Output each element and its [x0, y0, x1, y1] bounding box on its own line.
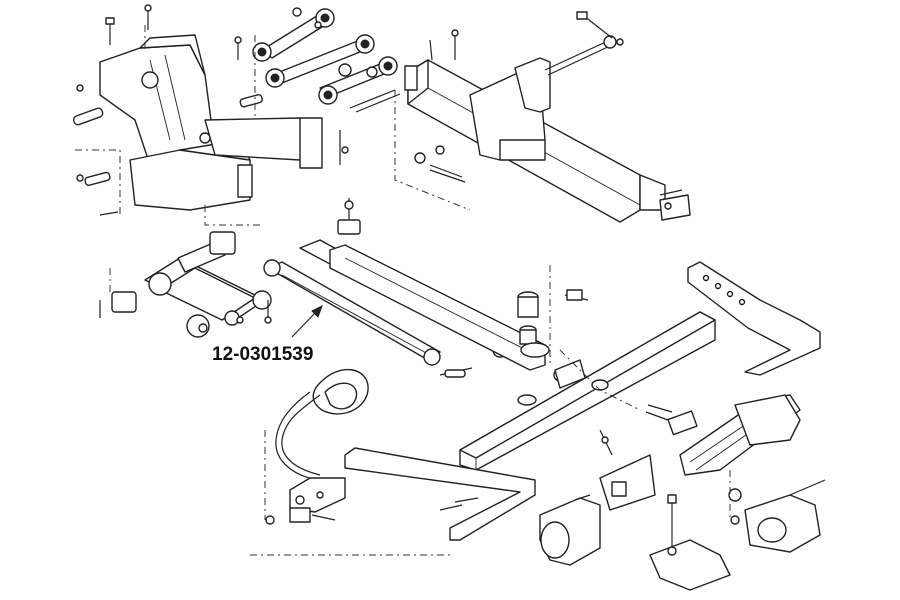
bent-bar: [687, 261, 821, 376]
link-arm-set: [234, 7, 401, 120]
part-callout: 12-0301539: [212, 304, 323, 365]
mounting-bracket-assembly: [72, 4, 349, 226]
main-beam-assembly: [394, 11, 691, 223]
part-number-label: 12-0301539: [212, 344, 313, 365]
crossbar-assembly: [459, 311, 716, 471]
lower-housings: [539, 470, 826, 591]
center-bar-assembly: [329, 198, 589, 406]
u-bar: [344, 447, 536, 541]
h-frame-link: [99, 231, 272, 338]
jaw-pad-assembly: [599, 394, 801, 511]
strap-assembly: [250, 368, 450, 556]
